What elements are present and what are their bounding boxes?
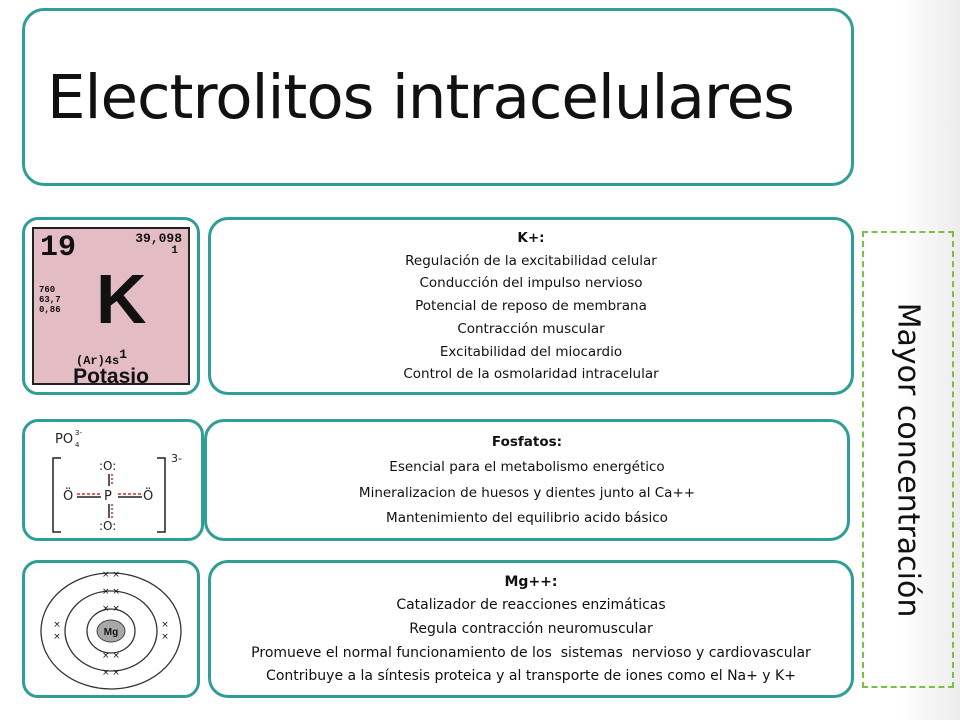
phosphate-charge: 3- [171, 452, 182, 465]
magnesium-info-box: Mg++: Catalizador de reacciones enzimáti… [208, 560, 854, 698]
mg-nucleus-label: Mg [104, 627, 118, 638]
element-name: Potasio [73, 365, 149, 388]
config-superscript: 1 [119, 347, 128, 362]
phosphates-info-box: Fosfatos: Esencial para el metabolismo e… [204, 419, 850, 541]
electron-pair-top-outer: × × [102, 570, 120, 580]
electron-left-1: × [53, 620, 61, 630]
page-edge-shade [900, 0, 960, 720]
magnesium-heading: Mg++: [504, 573, 558, 590]
electron-pair-top-middle: × × [102, 587, 120, 597]
phosphate-formula-sub: 4 [75, 441, 80, 449]
electron-marks: × × × × × × × × × × × × × × [53, 570, 169, 678]
atomic-number: 19 [40, 231, 77, 265]
phosphates-heading: Fosfatos: [491, 434, 563, 451]
potassium-item: Contracción muscular [457, 320, 605, 337]
concentration-side-box: Mayor concentración [862, 231, 954, 688]
atomic-mass: 39,098 [135, 231, 182, 246]
inner-shell [86, 608, 136, 654]
electron-right-2: × [161, 632, 169, 642]
phosphate-formula-sup: 3- [75, 429, 82, 437]
magnesium-bohr-diagram: Mg × × × × × × × × × × × × × × [40, 570, 182, 690]
bottom-oxygen: :O: [99, 519, 116, 533]
top-oxygen: :O: [99, 459, 116, 473]
right-bracket [157, 457, 166, 533]
left-bracket [52, 457, 61, 533]
potassium-item: Regulación de la excitabilidad celular [405, 252, 657, 269]
magnesium-item: Contribuye a la síntesis proteica y al t… [266, 668, 796, 685]
side-label: Mayor concentración [890, 302, 926, 617]
electron-left-2: × [53, 632, 61, 642]
potassium-heading: K+: [517, 229, 545, 246]
phosphates-item: Mantenimiento del equilibrio acido básic… [386, 509, 668, 526]
atomic-mass-sub: 1 [171, 245, 178, 257]
electron-pair-top-inner: × × [102, 604, 120, 614]
phosphates-item: Esencial para el metabolismo energético [389, 459, 665, 476]
phosphate-lewis-diagram: PO 4 3- 3- :O: :O: P Ö Ö [52, 429, 182, 533]
element-property: 63,7 [39, 295, 61, 305]
mg-nucleus [96, 619, 126, 643]
magnesium-item: Catalizador de reacciones enzimáticas [396, 597, 666, 614]
magnesium-item: Promueve el normal funcionamiento de los… [251, 644, 811, 661]
potassium-item: Excitabilidad del miocardio [439, 343, 623, 360]
title-box: Electrolitos intracelulares [22, 8, 854, 186]
element-property: 760 [39, 285, 56, 295]
potassium-item: Potencial de reposo de membrana [415, 298, 647, 314]
electron-configuration: (Ar)4s1 [76, 347, 127, 368]
electron-right-1: × [161, 620, 169, 630]
phosphate-diagram-box: PO 4 3- 3- :O: :O: P Ö Ö [22, 419, 204, 541]
right-oxygen: Ö [143, 487, 153, 504]
potassium-element-tile: 19 39,098 1 760 63,7 0,86 K (Ar)4s1 Pota… [22, 217, 200, 395]
potassium-item: Conducción del impulso nervioso [419, 275, 643, 292]
phosphorus-atom: P [104, 489, 112, 504]
element-property: 0,86 [39, 305, 61, 315]
page-title: Electrolitos intracelulares [47, 61, 795, 133]
electron-pair-bottom-inner: × × [102, 651, 120, 661]
magnesium-item: Regula contracción neuromuscular [409, 620, 653, 637]
potassium-info-box: K+: Regulación de la excitabilidad celul… [208, 217, 854, 395]
magnesium-diagram-box: Mg × × × × × × × × × × × × × × [22, 560, 200, 698]
phosphate-formula: PO [55, 432, 73, 447]
electron-pair-bottom-middle: × × [102, 668, 120, 678]
outer-shell [40, 572, 182, 690]
element-symbol: K [96, 260, 147, 338]
potassium-item: Control de la osmolaridad intracelular [403, 366, 659, 383]
middle-shell [64, 590, 158, 672]
left-oxygen: Ö [63, 487, 73, 504]
element-tile-face: 19 39,098 1 760 63,7 0,86 K (Ar)4s1 Pota… [32, 227, 190, 388]
element-properties: 760 63,7 0,86 [39, 285, 61, 315]
config-text: (Ar)4s [76, 354, 120, 368]
phosphates-item: Mineralizacion de huesos y dientes junto… [358, 484, 696, 501]
